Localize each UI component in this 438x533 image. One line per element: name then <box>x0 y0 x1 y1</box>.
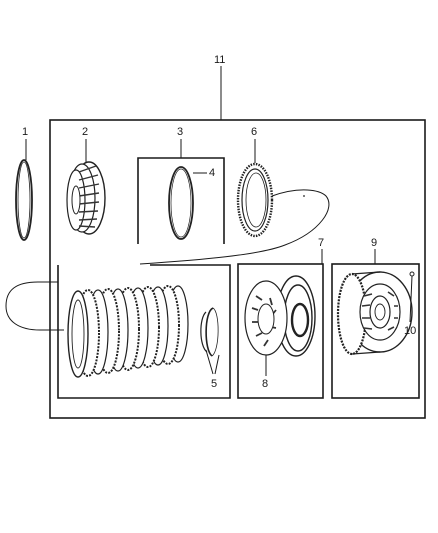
part-4-snap-ring <box>168 166 194 240</box>
callout-6: 6 <box>251 126 257 138</box>
leader-line-10 <box>409 275 413 323</box>
callout-7: 7 <box>318 237 324 249</box>
connector-wire-left <box>5 281 64 331</box>
leader-line-5b <box>214 354 220 375</box>
callout-10: 10 <box>404 325 416 337</box>
callout-5: 5 <box>211 378 217 390</box>
part-7-box <box>237 263 324 399</box>
callout-2: 2 <box>82 126 88 138</box>
callout-4: 4 <box>209 167 215 179</box>
callout-8: 8 <box>262 378 268 390</box>
connector-wire-right <box>139 189 330 265</box>
part-8-spring-plate <box>244 280 288 356</box>
callout-9: 9 <box>371 237 377 249</box>
clutch-disc-stack <box>67 285 189 378</box>
assembly-box <box>49 119 426 419</box>
part-6-clutch-plate <box>236 162 274 238</box>
leader-line-5a <box>205 349 214 375</box>
part-10-check-ball <box>409 271 415 277</box>
part-1-snap-ring <box>15 159 33 241</box>
part-5-snap-rings <box>200 307 219 357</box>
part-2-clutch-hub <box>66 161 106 235</box>
connector-dot <box>303 195 305 197</box>
callout-11: 11 <box>214 54 225 66</box>
part-7-piston <box>276 275 316 357</box>
callout-3: 3 <box>177 126 183 138</box>
callout-1: 1 <box>22 126 28 138</box>
clutch-pack-box <box>57 264 231 399</box>
part-9-clutch-drum <box>336 271 413 356</box>
